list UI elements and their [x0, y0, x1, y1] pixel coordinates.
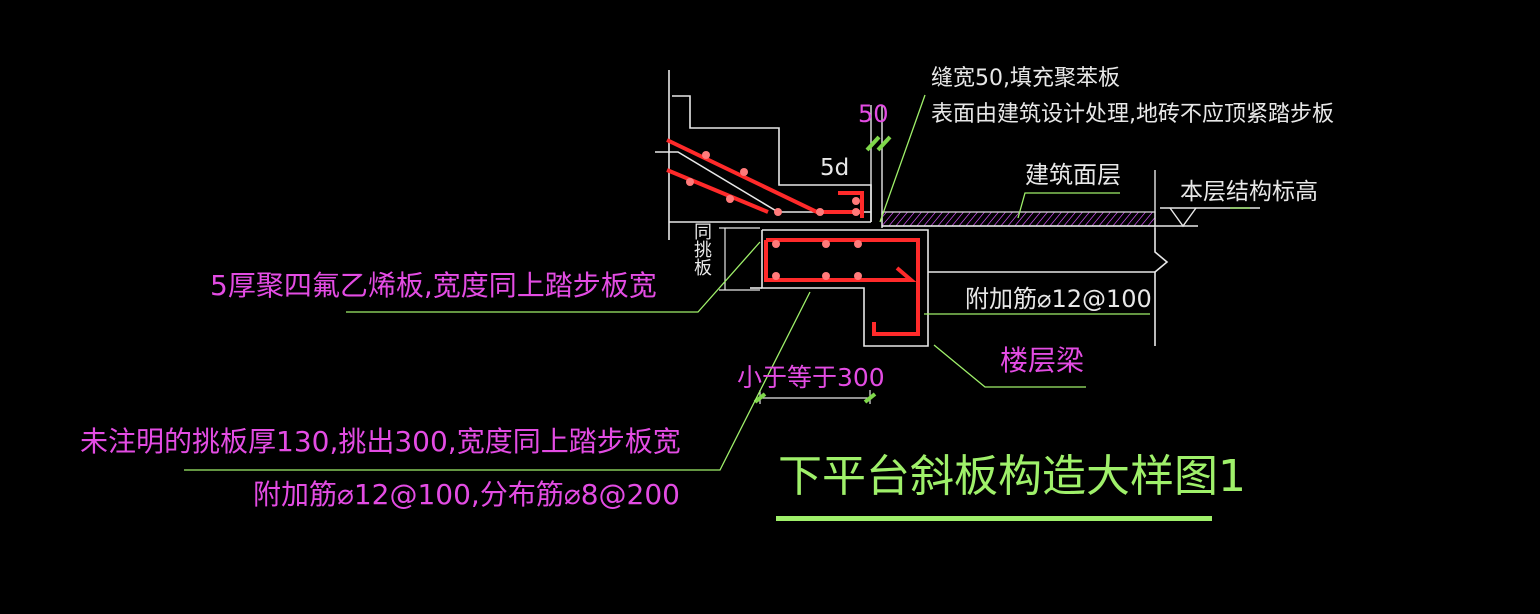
rebar-dots [686, 151, 862, 280]
vertical-dimension-label: 同挑板 [691, 222, 712, 276]
dimension-5d-label: 5d [820, 155, 850, 181]
gap-lines [870, 105, 883, 228]
architectural-finish-label: 建筑面层 [1025, 161, 1121, 189]
ledge-note-label: 未注明的挑板厚130,挑出300,宽度同上踏步板宽 [80, 425, 681, 458]
dimension-lines [719, 227, 871, 404]
title-underline [776, 516, 1212, 521]
ledge-and-beam-outline [750, 228, 1169, 347]
structural-elevation-label: 本层结构标高 [1180, 179, 1318, 205]
extra-rebar-label: 附加筋⌀12@100 [965, 285, 1152, 313]
leader-lines [184, 94, 1250, 471]
dimension-ticks [753, 135, 892, 404]
dimension-le300-label: 小于等于300 [737, 363, 885, 392]
gap-fill-label: 缝宽50,填充聚苯板 [931, 66, 1120, 91]
dimension-50-label: 50 [858, 100, 889, 128]
ledge-rebar-label: 附加筋⌀12@100,分布筋⌀8@200 [253, 478, 680, 511]
floor-beam-label: 楼层梁 [1000, 344, 1085, 377]
ptfe-plate-label: 5厚聚四氟乙烯板,宽度同上踏步板宽 [210, 269, 657, 302]
drawing-title: 下平台斜板构造大样图1 [778, 451, 1246, 502]
surface-note-label: 表面由建筑设计处理,地砖不应顶紧踏步板 [931, 102, 1334, 127]
